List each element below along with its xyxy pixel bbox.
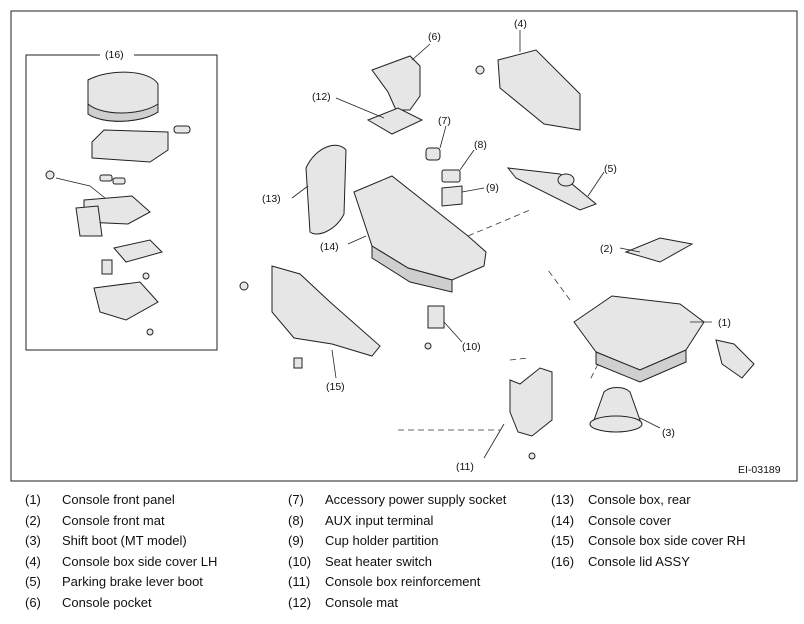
console-pocket (371, 43, 431, 111)
aux-terminal (441, 149, 475, 183)
callout-4: (4) (514, 18, 527, 30)
exploded-diagram: (16) (10, 10, 798, 482)
callout-13: (13) (262, 193, 281, 205)
callout-15: (15) (326, 381, 345, 393)
callout-11: (11) (456, 461, 474, 473)
accessory-socket (425, 125, 447, 161)
callout-10: (10) (462, 341, 481, 353)
console-mat (335, 97, 424, 135)
seat-heater-switch (424, 305, 463, 350)
cup-holder-partition (441, 185, 485, 207)
console-box-reinforcement (483, 367, 553, 460)
side-cover-lh (475, 30, 581, 131)
callout-9: (9) (486, 182, 499, 194)
inset-label: (16) (105, 49, 124, 61)
figure-id: EI-03189 (738, 464, 781, 476)
console-cover (347, 175, 487, 293)
console-front-mat (619, 237, 694, 263)
diagram-frame (10, 10, 798, 482)
console-lid-assy (45, 71, 191, 336)
callout-12: (12) (312, 91, 331, 103)
side-cover-rh (239, 265, 381, 379)
parts-legend: (1)Console front panel (2)Console front … (25, 492, 746, 610)
callout-1: (1) (718, 317, 731, 329)
callout-5: (5) (604, 163, 617, 175)
shift-boot (589, 387, 661, 433)
console-box-rear (291, 145, 347, 235)
callout-8: (8) (474, 139, 487, 151)
callout-2: (2) (600, 243, 613, 255)
callout-3: (3) (662, 427, 675, 439)
callout-7: (7) (438, 115, 451, 127)
console-front-panel (573, 295, 755, 383)
callout-14: (14) (320, 241, 339, 253)
callout-6: (6) (428, 31, 441, 43)
parking-brake-boot (506, 167, 605, 211)
